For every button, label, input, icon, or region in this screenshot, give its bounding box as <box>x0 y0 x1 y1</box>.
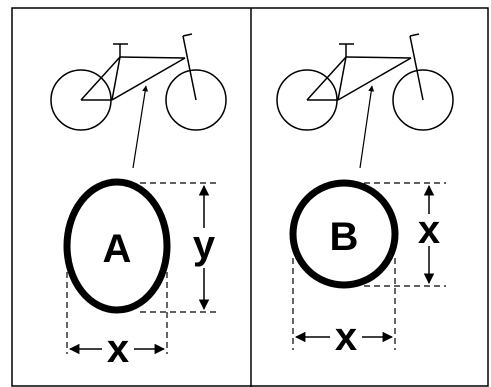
tube-cross-section-a <box>63 178 171 314</box>
tube-letter-b: B <box>330 215 359 259</box>
height-label-left: y <box>193 223 216 267</box>
width-label-left: x <box>107 327 129 371</box>
width-label-right: x <box>335 315 357 359</box>
pointer-line-right <box>359 85 375 169</box>
panel-left: A y x <box>50 33 227 371</box>
outer-frame <box>11 7 489 387</box>
height-label-bg-right <box>414 214 444 246</box>
dimension-guides-left <box>66 182 220 354</box>
dimension-guides-right <box>292 182 446 350</box>
height-label-bg-left <box>190 228 220 268</box>
width-label-bg-left <box>102 333 134 365</box>
width-label-bg-right <box>330 321 362 353</box>
bicycle-icon <box>50 33 227 131</box>
panel-right: B x x <box>276 33 454 359</box>
height-label-right: x <box>418 208 440 252</box>
bicycle-icon <box>276 33 454 131</box>
pointer-line-left <box>132 85 149 169</box>
tube-letter-a: A <box>103 227 132 271</box>
tube-cross-section-b <box>289 179 399 289</box>
